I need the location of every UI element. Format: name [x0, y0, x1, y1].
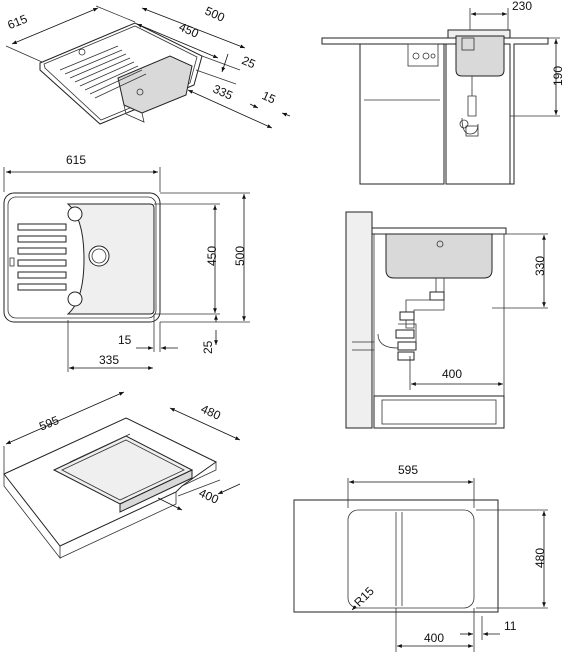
dim-595-cutout: 595 — [398, 463, 418, 477]
dim-615-iso: 615 — [5, 12, 29, 33]
dim-480-cutout: 480 — [533, 548, 547, 568]
dim-450-iso: 450 — [177, 20, 201, 41]
dim-330-section: 330 — [533, 256, 547, 276]
iso-cutout-view: 595 480 400 — [3, 391, 241, 560]
cabinet-section-view: 330 400 — [345, 211, 548, 429]
dim-15-iso: 15 — [260, 88, 278, 106]
dim-615-plan: 615 — [66, 153, 86, 167]
dim-25-iso: 25 — [240, 53, 258, 71]
cutout-plan-view: 595 480 R15 400 11 — [293, 463, 548, 652]
dim-190-side: 190 — [551, 66, 565, 86]
dim-335-iso: 335 — [211, 82, 235, 103]
dim-500-plan: 500 — [233, 246, 247, 266]
iso-sink-view: 615 500 450 25 335 15 — [5, 4, 291, 129]
dim-400-iso: 400 — [197, 486, 221, 507]
plan-view: 615 450 500 15 335 25 — [3, 153, 250, 372]
cabinet-side-view: 230 190 — [321, 0, 565, 185]
dim-15-plan: 15 — [118, 333, 132, 347]
dim-400-cutout: 400 — [424, 631, 444, 645]
dim-500-iso: 500 — [203, 4, 227, 25]
dim-230-side: 230 — [512, 0, 532, 13]
dim-480-iso: 480 — [199, 402, 223, 423]
dim-335-plan: 335 — [99, 353, 119, 367]
dim-25-plan: 25 — [201, 340, 215, 354]
dim-595-iso: 595 — [37, 413, 61, 434]
dim-450-plan: 450 — [205, 246, 219, 266]
dim-400-section: 400 — [442, 367, 462, 381]
dim-11-cutout: 11 — [504, 619, 517, 633]
